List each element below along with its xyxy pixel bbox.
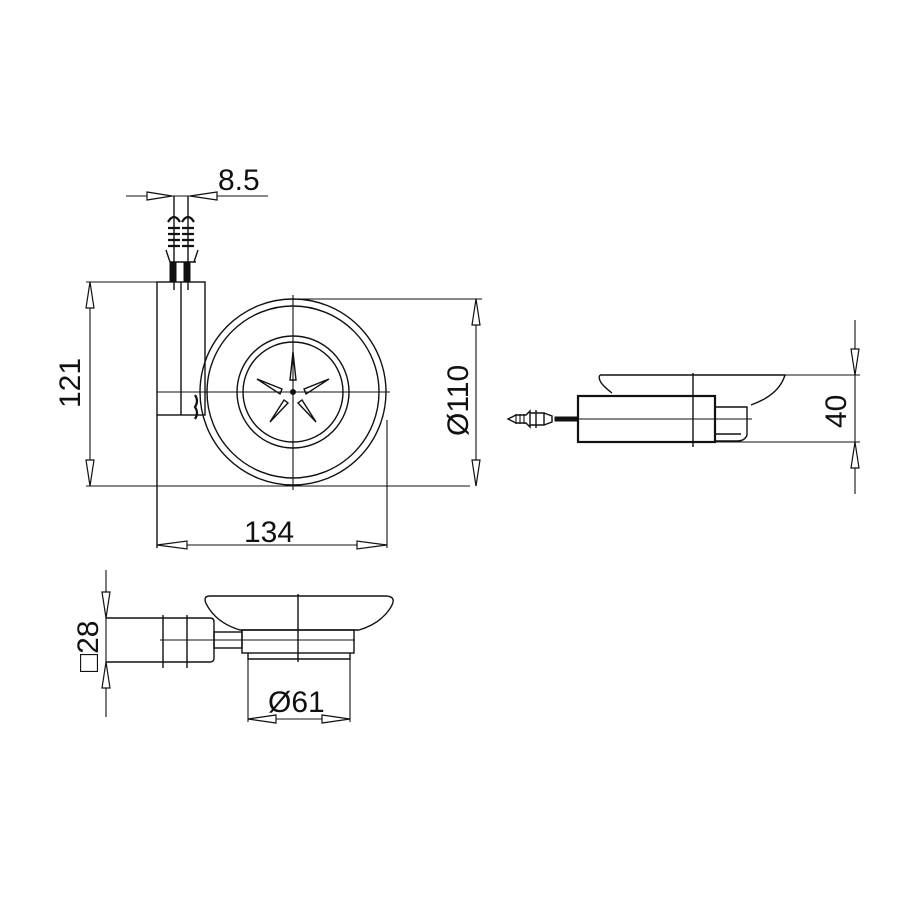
dim-screw-spacing: 8.5 bbox=[126, 164, 268, 201]
dim-label-28: □28 bbox=[72, 621, 105, 673]
dim-label-134: 134 bbox=[244, 516, 294, 549]
dim-label-40: 40 bbox=[820, 395, 853, 428]
top-view: □28 Ø61 bbox=[72, 570, 394, 724]
side-view: 40 bbox=[506, 320, 860, 494]
dish-top-view bbox=[157, 295, 390, 490]
wall-mount-bracket bbox=[156, 281, 206, 548]
front-view: 8.5 121 bbox=[54, 164, 482, 550]
dim-height: 121 bbox=[54, 281, 470, 487]
dim-square-28: □28 bbox=[72, 570, 111, 717]
dim-label-61: Ø61 bbox=[268, 686, 325, 719]
screw-icon bbox=[165, 196, 199, 290]
dim-label-110: Ø110 bbox=[442, 365, 475, 436]
dim-width: 134 bbox=[156, 420, 388, 550]
screw-icon bbox=[506, 409, 579, 429]
dim-diameter-110: Ø110 bbox=[293, 298, 482, 487]
dim-diameter-61: Ø61 bbox=[247, 659, 351, 724]
dim-depth: 40 bbox=[715, 320, 860, 494]
dim-label-121: 121 bbox=[54, 358, 87, 408]
drain-slot-icon bbox=[289, 351, 297, 381]
dim-label-8-5: 8.5 bbox=[218, 164, 260, 197]
